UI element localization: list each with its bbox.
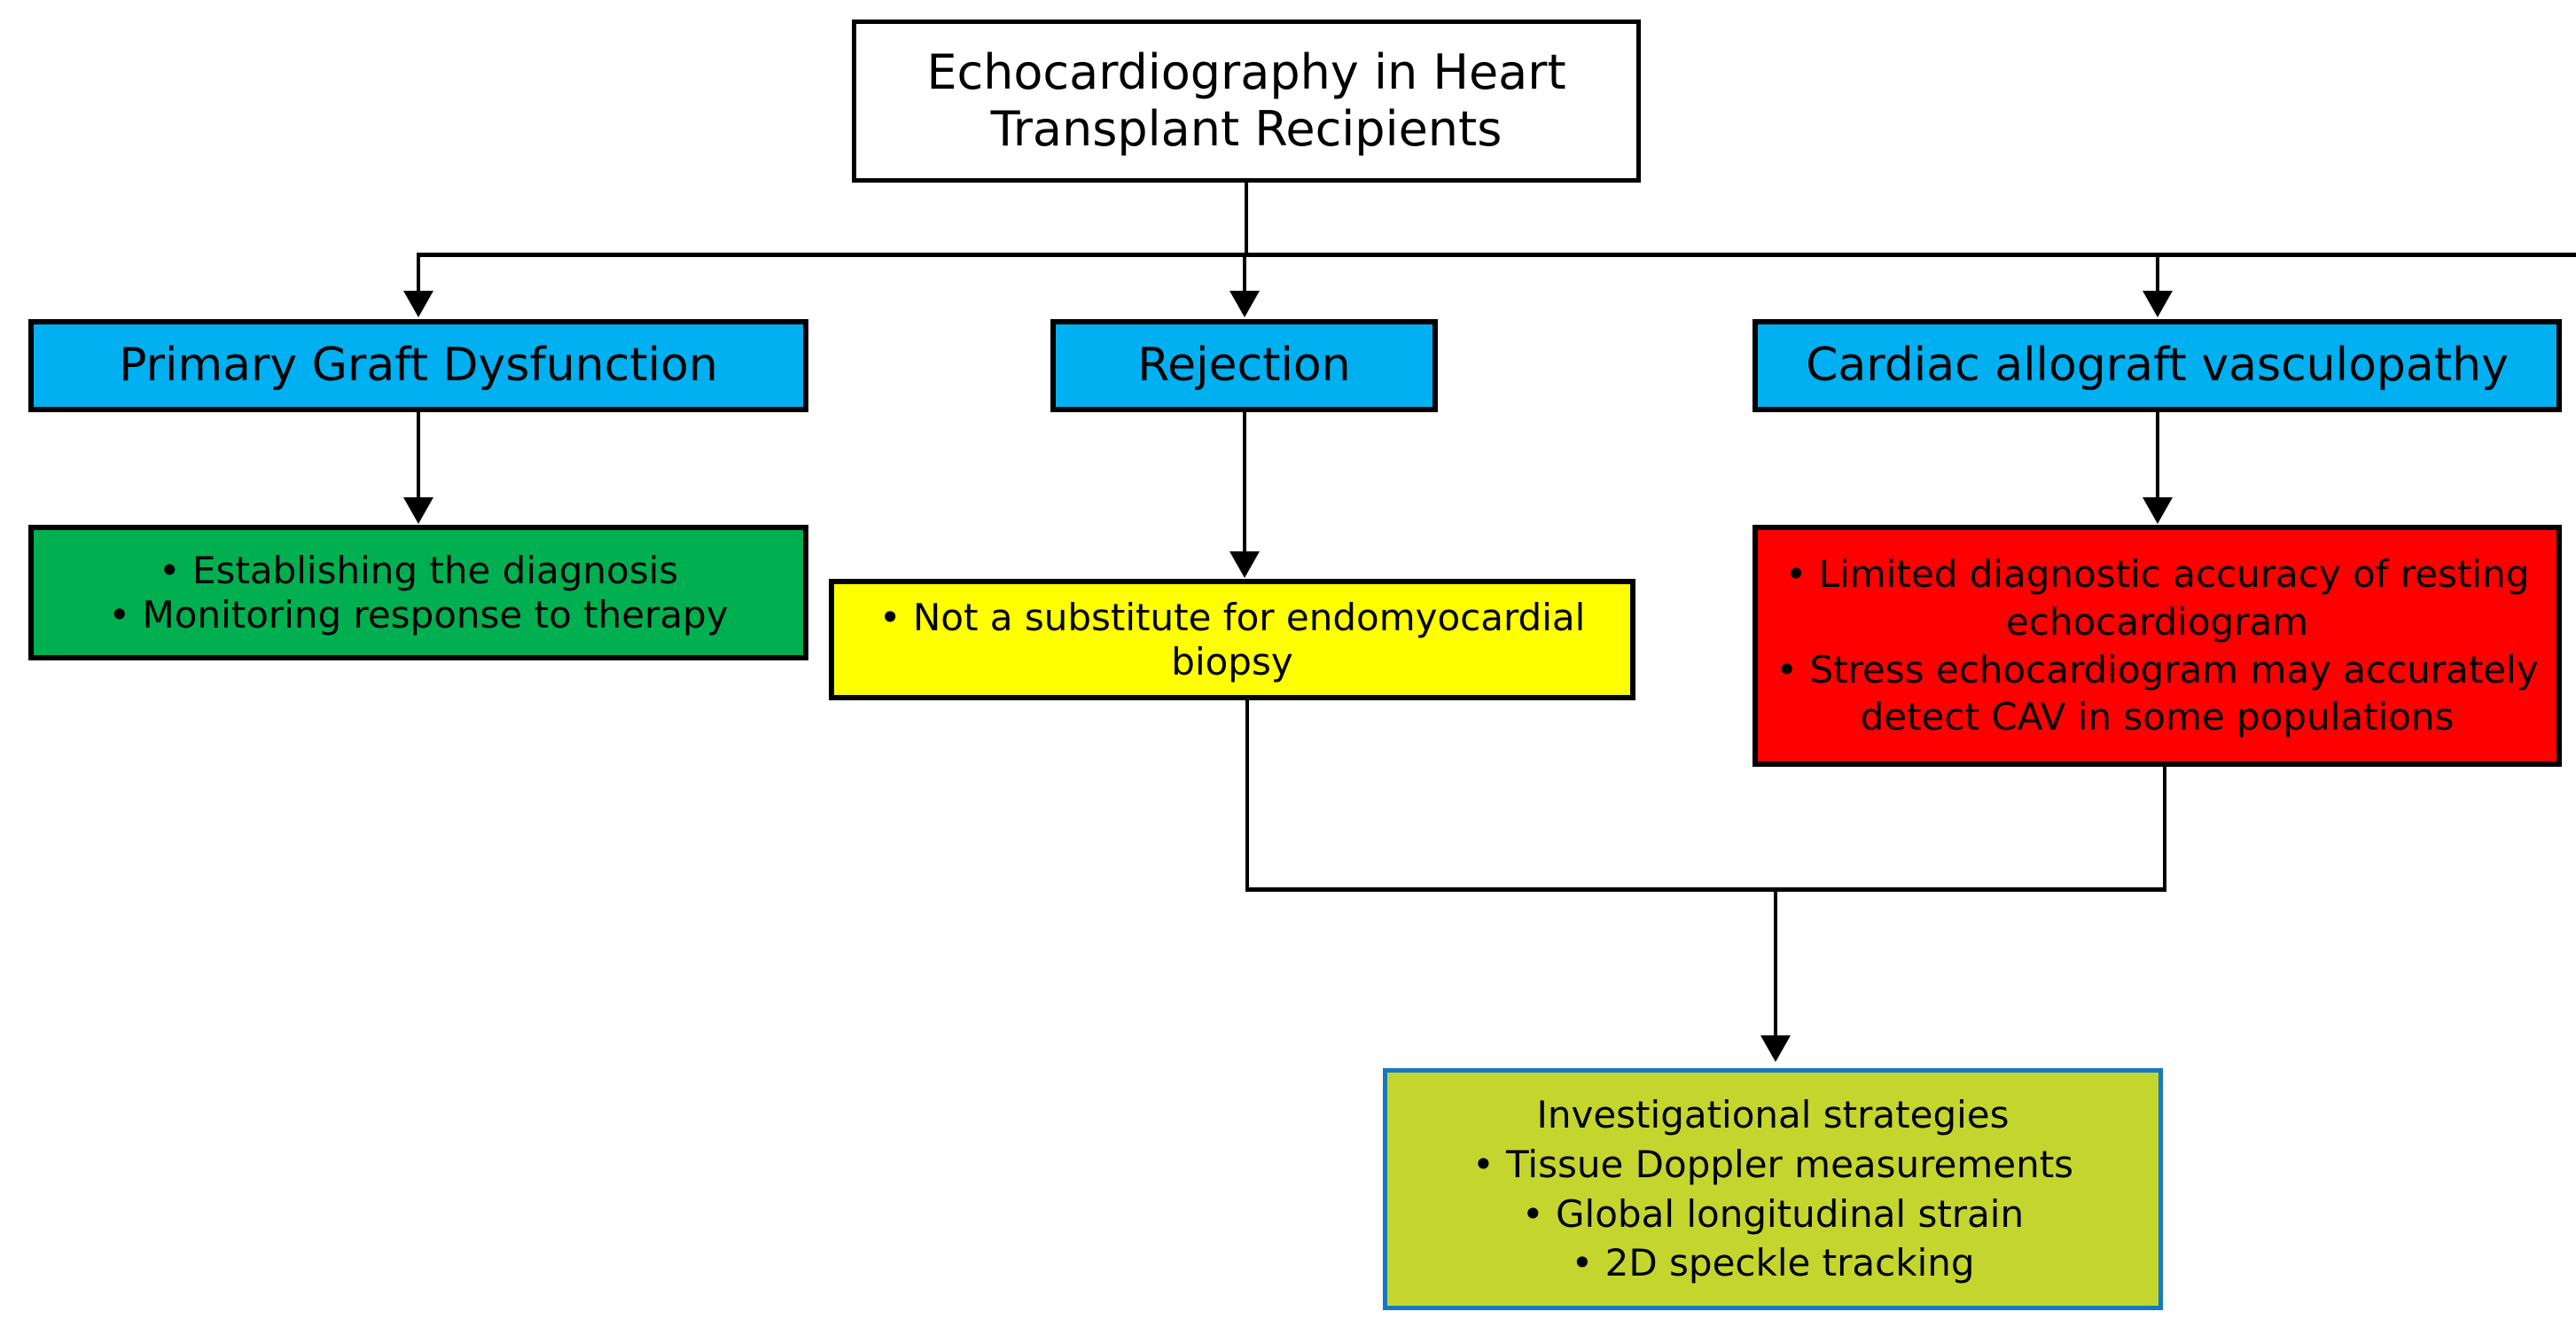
connector-branch-left xyxy=(417,253,420,293)
connector-branch-right xyxy=(2156,253,2159,293)
connector-cav-detail-drop xyxy=(2163,767,2166,891)
cav-detail-line-4: detect CAV in some populations xyxy=(1860,695,2455,739)
investigational-line-4: • 2D speckle tracking xyxy=(1571,1241,1975,1285)
node-investigational-strategies[interactable]: Investigational strategies • Tissue Dopp… xyxy=(1383,1068,2163,1310)
investigational-line-3: • Global longitudinal strain xyxy=(1521,1191,2025,1236)
cav-detail-line-2: echocardiogram xyxy=(2005,599,2309,644)
node-root-line-2: Transplant Recipients xyxy=(990,101,1503,157)
node-rejection-label: Rejection xyxy=(1137,338,1351,392)
rejection-detail-line-1: • Not a substitute for endomyocardial xyxy=(878,595,1586,639)
node-primary-graft-dysfunction-detail[interactable]: • Establishing the diagnosis • Monitorin… xyxy=(28,525,808,660)
rejection-detail-line-2: biopsy xyxy=(1171,639,1293,683)
node-cardiac-allograft-vasculopathy-label: Cardiac allograft vasculopathy xyxy=(1806,338,2509,392)
arrowhead-to-investigational-strategies xyxy=(1760,1035,1791,1062)
node-cardiac-allograft-vasculopathy-detail[interactable]: • Limited diagnostic accuracy of resting… xyxy=(1752,525,2562,767)
node-root[interactable]: Echocardiography in Heart Transplant Rec… xyxy=(852,20,1641,183)
connector-cav-to-detail xyxy=(2156,412,2159,501)
connector-branch-middle xyxy=(1243,253,1246,293)
arrowhead-to-rejection-detail xyxy=(1229,551,1260,578)
arrowhead-to-cav-detail xyxy=(2143,497,2173,524)
cav-detail-line-1: • Limited diagnostic accuracy of resting xyxy=(1784,552,2530,597)
arrowhead-to-rejection xyxy=(1229,291,1260,317)
node-primary-graft-dysfunction[interactable]: Primary Graft Dysfunction xyxy=(28,319,808,412)
arrowhead-to-primary-graft-dysfunction xyxy=(403,291,433,317)
node-root-line-1: Echocardiography in Heart xyxy=(926,44,1566,101)
connector-merge-bus xyxy=(1245,887,2166,892)
connector-branch-bus xyxy=(417,253,2576,257)
arrowhead-to-pgd-detail xyxy=(403,497,433,524)
pgd-detail-line-2: • Monitoring response to therapy xyxy=(108,592,729,636)
connector-pgd-to-detail xyxy=(417,412,420,501)
connector-rejection-to-detail xyxy=(1243,412,1246,554)
connector-merge-stem xyxy=(1774,887,1777,1038)
pgd-detail-line-1: • Establishing the diagnosis xyxy=(158,548,679,592)
investigational-line-2: • Tissue Doppler measurements xyxy=(1471,1142,2074,1186)
connector-root-stem xyxy=(1245,183,1248,254)
arrowhead-to-cardiac-allograft-vasculopathy xyxy=(2143,291,2173,317)
connector-rejection-detail-drop xyxy=(1245,700,1249,891)
investigational-line-1: Investigational strategies xyxy=(1536,1093,2010,1137)
node-rejection-detail[interactable]: • Not a substitute for endomyocardial bi… xyxy=(829,579,1635,700)
node-rejection[interactable]: Rejection xyxy=(1050,319,1438,412)
node-primary-graft-dysfunction-label: Primary Graft Dysfunction xyxy=(119,338,718,392)
node-cardiac-allograft-vasculopathy[interactable]: Cardiac allograft vasculopathy xyxy=(1752,319,2562,412)
cav-detail-line-3: • Stress echocardiogram may accurately xyxy=(1776,647,2539,691)
